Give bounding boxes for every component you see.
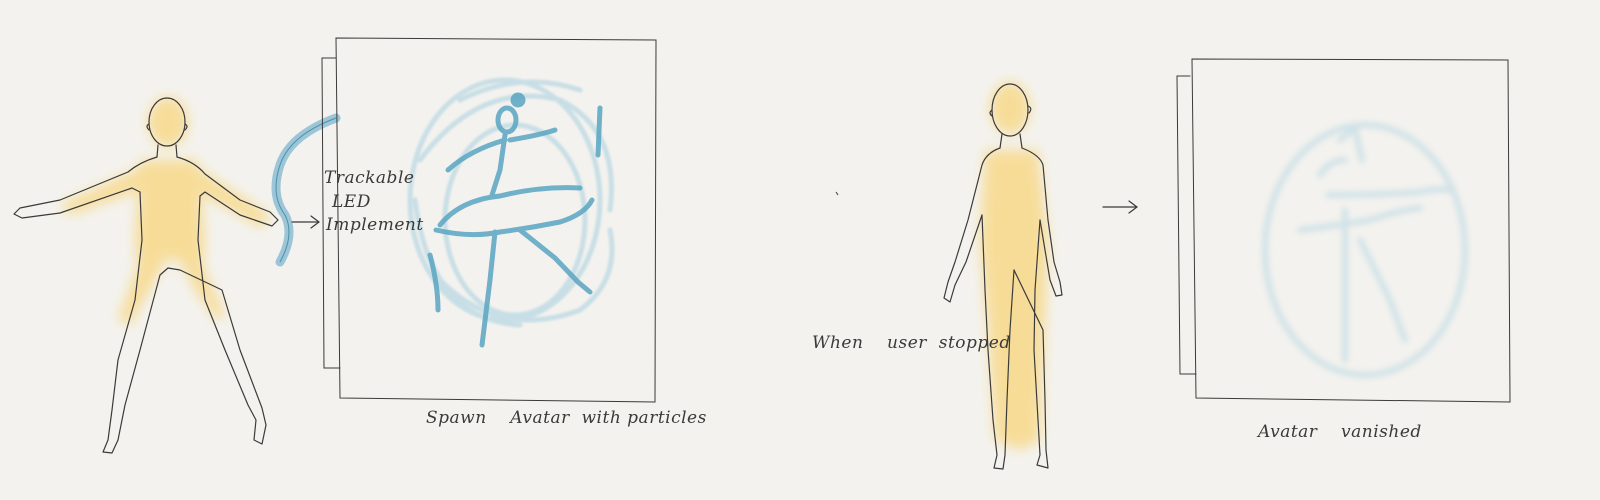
display-screen-2 [1176, 58, 1511, 403]
display-screen-1 [321, 37, 657, 403]
implement-label-line1: Trackable [324, 168, 415, 188]
implement-label-line3: Implement [326, 215, 424, 235]
faded-avatar [1262, 122, 1468, 378]
user-figure-standing [943, 82, 1063, 470]
user-figure-dancing [13, 97, 279, 454]
spawn-avatar-caption: Spawn Avatar with particles [426, 408, 707, 428]
arrow-icon [291, 215, 320, 229]
particle-avatar [407, 77, 615, 348]
avatar-vanished-caption: Avatar vanished [1258, 422, 1422, 442]
stray-mark [835, 191, 839, 196]
user-stopped-caption: When user stopped [812, 333, 1011, 353]
implement-label-line2: LED [332, 192, 371, 212]
led-implement-ribbon [271, 113, 341, 267]
arrow-icon [1102, 200, 1138, 214]
